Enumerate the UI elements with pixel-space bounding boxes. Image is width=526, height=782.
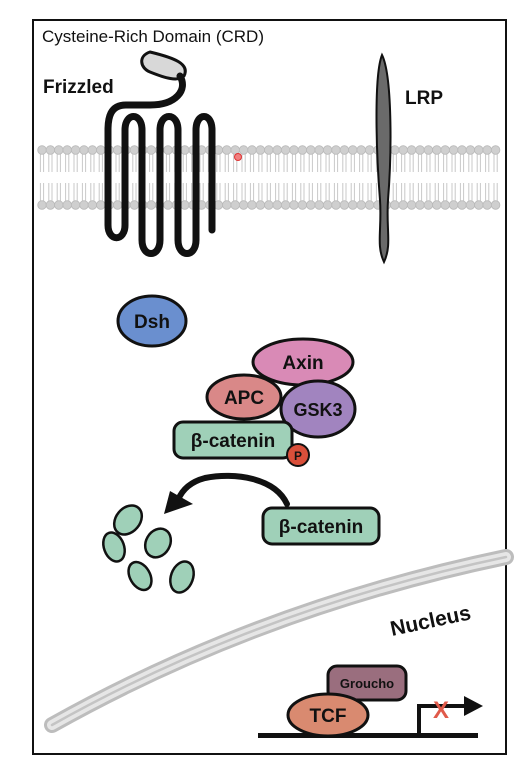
membrane-marker-dot [234,153,242,161]
frizzled-receptor [104,50,216,257]
groucho-label: Groucho [340,676,394,691]
transcription-arrowhead [464,696,483,716]
transcription-blocked-mark: X [433,697,449,724]
destruction-complex [172,337,357,467]
gsk3-label: GSK3 [293,400,342,420]
beta-catenin-free-label: β-catenin [279,517,363,538]
lrp-coreceptor [375,52,392,265]
tcf-label: TCF [310,706,347,727]
beta-catenin-free-box [261,506,381,546]
phospho-label: P [294,449,302,463]
beta-catenin-bound-label: β-catenin [191,431,275,452]
dsh-label: Dsh [134,312,170,333]
axin-label: Axin [282,353,323,374]
dna-strand [258,733,478,738]
fragment [169,560,195,594]
lrp-label: LRP [405,88,443,109]
apc-protein [205,373,283,421]
degradation-arrowhead [164,491,193,514]
gsk3-protein [279,379,357,439]
frizzled-seven-tm-helices [104,72,216,257]
fragment [102,531,126,563]
beta-catenin-bound-box [172,420,294,460]
degradation-arrow [175,472,290,507]
fragment [112,504,144,536]
apc-label: APC [224,388,264,409]
frizzled-label: Frizzled [43,77,114,98]
groucho-protein [326,664,408,702]
transcription-start-arrow [417,704,468,735]
degraded-beta-catenin-fragments [102,504,195,594]
nuclear-envelope [44,549,514,733]
crd-domain [140,50,187,81]
dsh-protein [116,294,188,348]
fragment [127,560,153,592]
phospho-badge [286,443,310,467]
crd-label: Cysteine-Rich Domain (CRD) [42,27,264,46]
cell-membrane [37,145,501,210]
fragment [143,527,173,559]
tcf-protein [286,692,370,738]
